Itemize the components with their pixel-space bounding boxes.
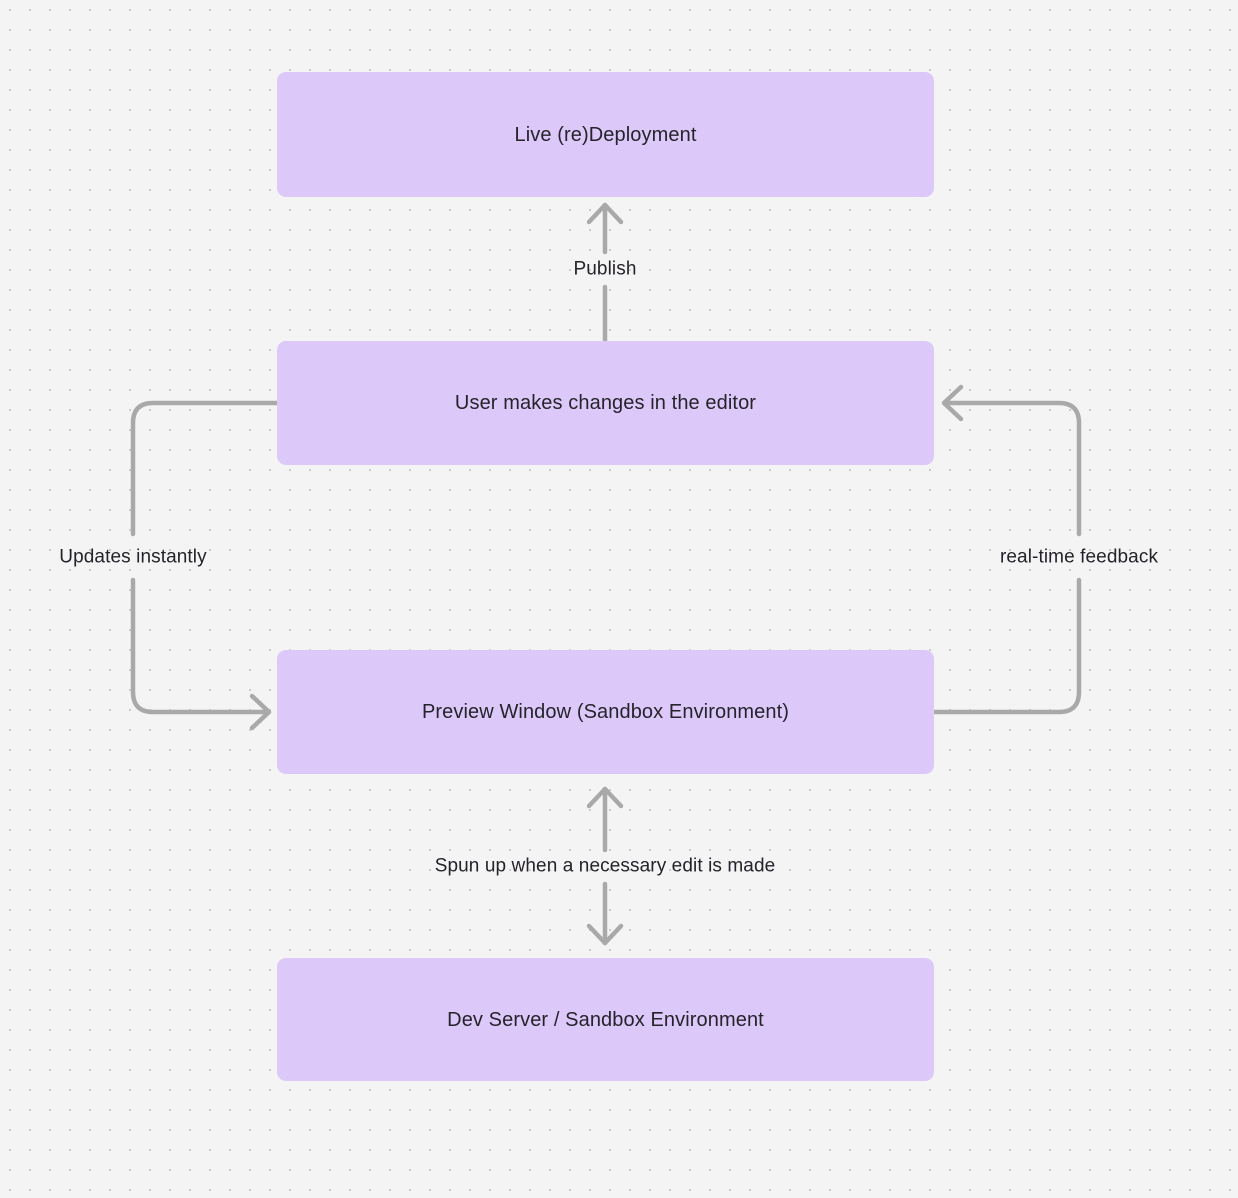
edge-label-publish: Publish xyxy=(573,258,637,280)
node-preview-window[interactable]: Preview Window (Sandbox Environment) xyxy=(277,650,934,774)
node-label: User makes changes in the editor xyxy=(454,392,757,414)
node-label: Dev Server / Sandbox Environment xyxy=(447,1008,764,1031)
node-label: Preview Window (Sandbox Environment) xyxy=(421,701,790,723)
node-dev-server[interactable]: Dev Server / Sandbox Environment xyxy=(277,958,934,1081)
node-live-redeployment[interactable]: Live (re)Deployment xyxy=(277,72,934,197)
edge-label-updates-instantly: Updates instantly xyxy=(59,546,207,568)
edge-label-real-time-feedback: real-time feedback xyxy=(999,546,1159,568)
edge-label-spun-up: Spun up when a necessary edit is made xyxy=(434,855,776,877)
node-user-makes-changes[interactable]: User makes changes in the editor xyxy=(277,341,934,465)
node-label: Live (re)Deployment xyxy=(514,123,697,146)
